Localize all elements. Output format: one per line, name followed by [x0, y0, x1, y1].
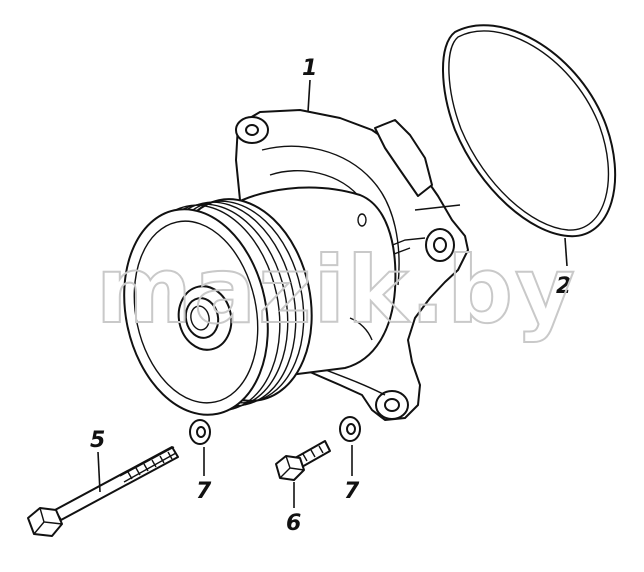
leader-lines	[97, 79, 568, 508]
callout-6: 6	[286, 511, 301, 536]
short-bolt	[275, 440, 331, 481]
callout-5: 5	[90, 428, 105, 453]
pulley	[123, 198, 313, 416]
callout-2: 2	[556, 274, 571, 299]
watermark-text: mazik.by	[96, 237, 577, 344]
long-bolt	[27, 446, 179, 537]
washer-right	[339, 416, 361, 442]
callout-1: 1	[302, 56, 317, 81]
callout-7-left: 7	[196, 479, 212, 504]
washer-left	[189, 419, 211, 445]
callout-7-right: 7	[344, 479, 360, 504]
o-ring	[442, 24, 617, 238]
